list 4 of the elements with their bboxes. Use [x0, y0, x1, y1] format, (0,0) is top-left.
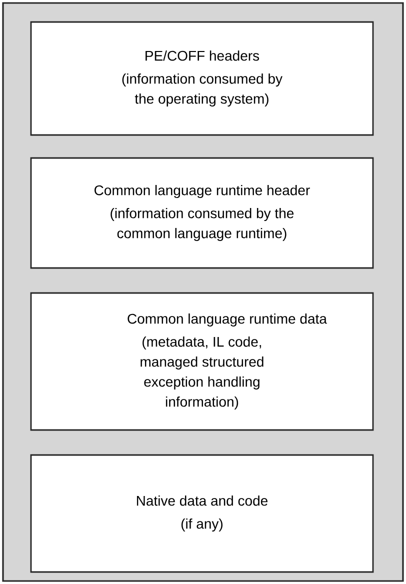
section-box: Common language runtime data (metadata, IL code, managed structured exception handling information): [30, 292, 374, 431]
section-box: Native data and code (if any): [30, 454, 374, 573]
section-box: Common language runtime header (information consumed by the common language runtime): [30, 157, 374, 269]
section-box: PE/COFF headers (information consumed by the operating system): [30, 21, 374, 136]
